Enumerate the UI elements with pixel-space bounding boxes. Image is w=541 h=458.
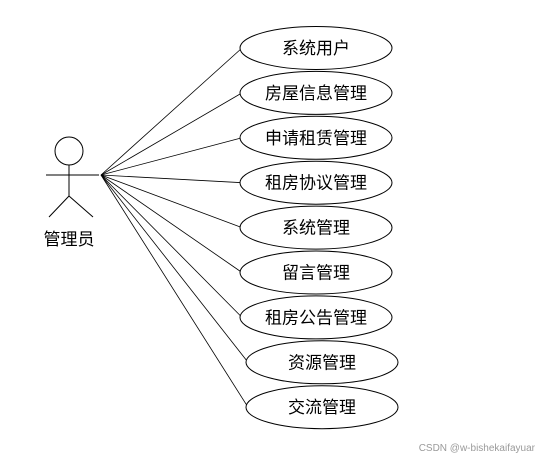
actor-label: 管理员 bbox=[44, 230, 95, 250]
use-case-list: 系统用户房屋信息管理申请租赁管理租房协议管理系统管理留言管理租房公告管理资源管理… bbox=[239, 26, 399, 430]
use-case-ellipse bbox=[239, 295, 393, 340]
association-line bbox=[100, 47, 243, 176]
use-case: 租房协议管理 bbox=[239, 160, 393, 205]
association-line bbox=[100, 174, 243, 228]
association-line bbox=[100, 137, 243, 176]
use-case-label: 租房协议管理 bbox=[265, 174, 367, 194]
use-case-label: 系统用户 bbox=[282, 39, 350, 59]
use-case: 交流管理 bbox=[245, 385, 399, 430]
use-case-ellipse bbox=[239, 250, 393, 295]
use-case: 资源管理 bbox=[245, 340, 399, 385]
use-case-label: 房屋信息管理 bbox=[265, 84, 367, 104]
use-case: 留言管理 bbox=[239, 250, 393, 295]
association-line bbox=[100, 174, 243, 184]
association-line bbox=[100, 174, 243, 318]
association-line bbox=[100, 174, 249, 408]
use-case-ellipse bbox=[239, 115, 393, 160]
actor-head bbox=[54, 136, 84, 166]
use-case-ellipse bbox=[239, 26, 393, 70]
use-case: 租房公告管理 bbox=[239, 295, 393, 340]
association-lines bbox=[100, 47, 249, 408]
use-case-label: 资源管理 bbox=[288, 353, 356, 373]
use-case: 房屋信息管理 bbox=[239, 70, 393, 115]
use-case-label: 交流管理 bbox=[288, 398, 356, 418]
use-case-ellipse bbox=[245, 385, 399, 430]
association-line bbox=[100, 174, 243, 273]
actor-administrator: 管理员 bbox=[44, 136, 99, 250]
use-case-label: 系统管理 bbox=[282, 219, 350, 239]
use-case: 系统管理 bbox=[239, 205, 393, 250]
use-case-label: 租房公告管理 bbox=[265, 308, 367, 328]
use-case-ellipse bbox=[239, 160, 393, 205]
actor-right-leg bbox=[68, 195, 94, 218]
association-line bbox=[100, 174, 249, 363]
use-case-ellipse bbox=[245, 340, 399, 385]
watermark: CSDN @w-bishekaifayuar bbox=[418, 443, 535, 454]
actor-left-leg bbox=[48, 195, 70, 218]
use-case-label: 申请租赁管理 bbox=[265, 129, 367, 149]
use-case: 申请租赁管理 bbox=[239, 115, 393, 160]
use-case: 系统用户 bbox=[239, 26, 393, 70]
association-line bbox=[100, 92, 243, 176]
use-case-label: 留言管理 bbox=[282, 264, 350, 284]
use-case-ellipse bbox=[239, 205, 393, 250]
use-case-ellipse bbox=[239, 70, 393, 115]
